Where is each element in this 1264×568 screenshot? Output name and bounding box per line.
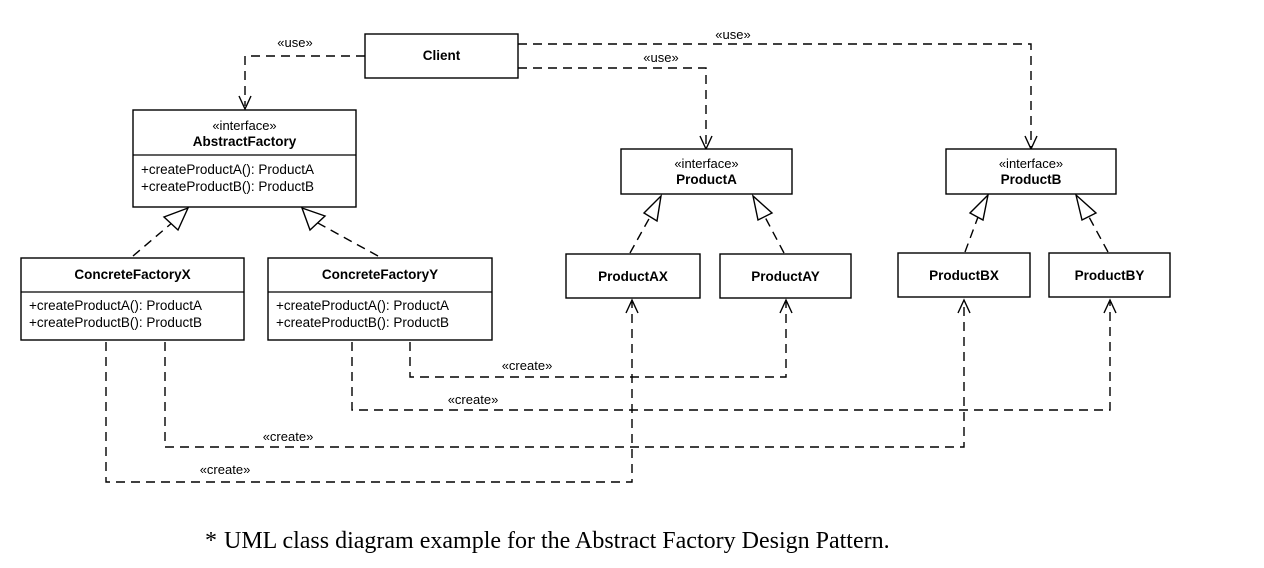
method-create-product-a: +createProductA(): ProductA bbox=[276, 298, 449, 313]
caption-text: UML class diagram example for the Abstra… bbox=[224, 528, 890, 554]
create-line-product-by bbox=[351, 302, 1111, 411]
hollow-triangle-icon bbox=[968, 192, 990, 222]
class-name: ConcreteFactoryY bbox=[322, 267, 438, 282]
method-create-product-b: +createProductB(): ProductB bbox=[29, 315, 202, 330]
open-arrowhead-icon bbox=[625, 298, 639, 314]
realization-line-product-bx bbox=[964, 216, 979, 253]
hollow-triangle-icon bbox=[751, 194, 774, 222]
class-product-by: ProductBY bbox=[1048, 252, 1171, 298]
class-product-a: «interface» ProductA bbox=[620, 148, 793, 195]
class-name: ConcreteFactoryX bbox=[74, 267, 190, 282]
class-name: ProductBX bbox=[929, 268, 999, 283]
class-name: AbstractFactory bbox=[193, 134, 297, 149]
open-arrowhead-icon bbox=[779, 298, 793, 314]
class-name: ProductA bbox=[676, 172, 737, 187]
class-abstract-factory: «interface» AbstractFactory +createProdu… bbox=[132, 109, 357, 208]
create-label-product-ay: «create» bbox=[502, 358, 553, 373]
stereotype-label: «interface» bbox=[674, 156, 738, 171]
hollow-triangle-icon bbox=[162, 206, 190, 232]
class-product-ax: ProductAX bbox=[565, 253, 701, 299]
class-product-ay: ProductAY bbox=[719, 253, 852, 299]
create-label-product-ax: «create» bbox=[200, 462, 251, 477]
hollow-triangle-icon bbox=[300, 206, 327, 232]
class-concrete-factory-y: ConcreteFactoryY +createProductA(): Prod… bbox=[267, 257, 493, 341]
create-label-product-bx: «create» bbox=[263, 429, 314, 444]
open-arrowhead-icon bbox=[238, 95, 252, 111]
class-name: ProductAY bbox=[751, 269, 820, 284]
class-concrete-factory-x: ConcreteFactoryX +createProductA(): Prod… bbox=[20, 257, 245, 341]
use-label-product-b: «use» bbox=[715, 27, 750, 42]
use-line-abstract-factory bbox=[244, 55, 365, 106]
class-product-b: «interface» ProductB bbox=[945, 148, 1117, 195]
class-name: ProductB bbox=[1001, 172, 1062, 187]
class-name: ProductBY bbox=[1075, 268, 1145, 283]
figure-caption: * UML class diagram example for the Abst… bbox=[205, 528, 890, 554]
hollow-triangle-icon bbox=[1074, 192, 1098, 222]
class-client: Client bbox=[364, 33, 519, 79]
stereotype-label: «interface» bbox=[999, 156, 1063, 171]
realization-line-product-ax bbox=[629, 216, 651, 254]
create-line-product-bx bbox=[164, 302, 965, 448]
use-label-abstract-factory: «use» bbox=[277, 35, 312, 50]
class-product-bx: ProductBX bbox=[897, 252, 1031, 298]
realization-line-product-by bbox=[1088, 216, 1109, 253]
stereotype-label: «interface» bbox=[212, 118, 276, 133]
hollow-triangle-icon bbox=[642, 193, 663, 223]
use-label-product-a: «use» bbox=[643, 50, 678, 65]
realization-line-factory-x bbox=[132, 221, 174, 257]
relationship-lines bbox=[105, 43, 1117, 483]
class-name: ProductAX bbox=[598, 269, 668, 284]
create-line-product-ax bbox=[105, 302, 633, 483]
method-create-product-a: +createProductA(): ProductA bbox=[141, 162, 314, 177]
use-line-product-a bbox=[518, 67, 707, 147]
caption-asterisk: * bbox=[205, 528, 217, 554]
method-create-product-b: +createProductB(): ProductB bbox=[276, 315, 449, 330]
relationship-labels: «use» «use» «use» «create» «create» «cre… bbox=[200, 27, 751, 477]
create-label-product-by: «create» bbox=[448, 392, 499, 407]
method-create-product-b: +createProductB(): ProductB bbox=[141, 179, 314, 194]
open-arrowhead-icon bbox=[1103, 298, 1117, 314]
create-line-product-ay bbox=[409, 302, 787, 378]
realization-line-product-ay bbox=[764, 216, 785, 254]
open-arrowhead-icon bbox=[957, 298, 971, 314]
use-line-product-b bbox=[518, 43, 1032, 147]
class-name: Client bbox=[423, 48, 461, 63]
realization-line-factory-y bbox=[315, 221, 379, 257]
method-create-product-a: +createProductA(): ProductA bbox=[29, 298, 202, 313]
